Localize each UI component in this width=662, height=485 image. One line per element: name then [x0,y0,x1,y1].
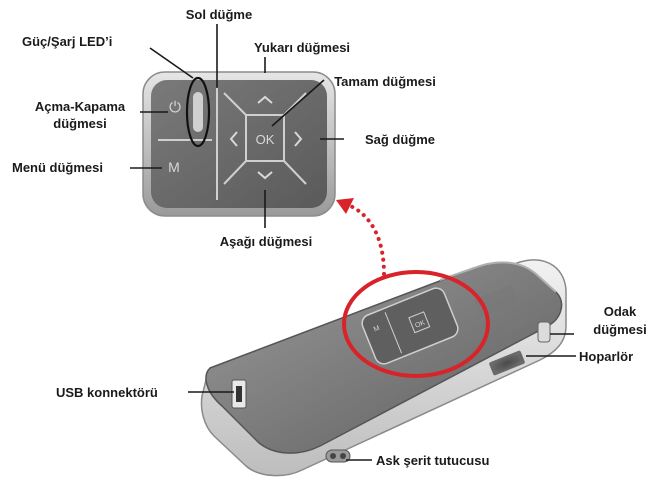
keypad-closeup: ⏻ M OK [142,71,336,217]
label-tamam-dugmesi: Tamam düğmesi [334,74,436,89]
label-yukari-dugmesi: Yukarı düğmesi [254,40,350,55]
led-indicator [193,92,203,132]
device-labels: Odak düğmesi Hoparlör USB konnektörü Ask… [56,304,647,468]
power-button[interactable]: ⏻ [164,95,186,117]
device-callout-lines [188,333,576,461]
down-chevron-icon[interactable] [257,171,273,180]
label-asagi-dugmesi: Aşağı düğmesi [220,234,312,249]
strap-holder [325,449,351,463]
menu-button[interactable]: M [160,152,190,182]
usb-port-slot [236,386,242,402]
svg-text:OK: OK [414,319,426,329]
label-sag-dugme: Sağ düğme [365,132,435,147]
keypad-labels: Sol düğme Güç/Şarj LED’i Yukarı düğmesi … [12,7,436,249]
label-hoparlor: Hoparlör [579,349,633,364]
speaker-grille-side [489,350,525,376]
label-odak-line2: düğmesi [593,322,646,337]
ok-button-label: OK [256,132,275,147]
label-menu-dugmesi: Menü düğmesi [12,160,103,175]
label-acma-kapama-line2: düğmesi [53,116,106,131]
camcorder-device: OK M [200,259,567,477]
arrowhead-icon [336,198,354,214]
svg-text:M: M [373,325,381,334]
label-ask-serit-tutucusu: Ask şerit tutucusu [376,453,489,468]
label-sol-dugme: Sol düğme [186,7,252,22]
label-guc-sarj-led: Güç/Şarj LED’i [22,34,112,49]
label-acma-kapama-line1: Açma-Kapama [35,99,126,114]
label-odak-line1: Odak [604,304,637,319]
focus-switch[interactable] [537,321,551,343]
keypad-callout-lines [130,24,344,228]
power-icon: ⏻ [169,99,181,116]
right-chevron-icon[interactable] [294,131,303,147]
left-chevron-icon[interactable] [229,131,238,147]
label-usb-konnektoru: USB konnektörü [56,385,158,400]
menu-button-label: M [168,159,180,175]
ok-button[interactable]: OK [256,132,275,147]
led-highlight-ellipse [185,76,211,148]
device-keypad: OK M [361,287,459,365]
keypad-location-highlight [336,198,490,378]
up-chevron-icon[interactable] [257,95,273,104]
keypad-dividers [158,87,307,200]
dotted-arc [344,202,386,276]
